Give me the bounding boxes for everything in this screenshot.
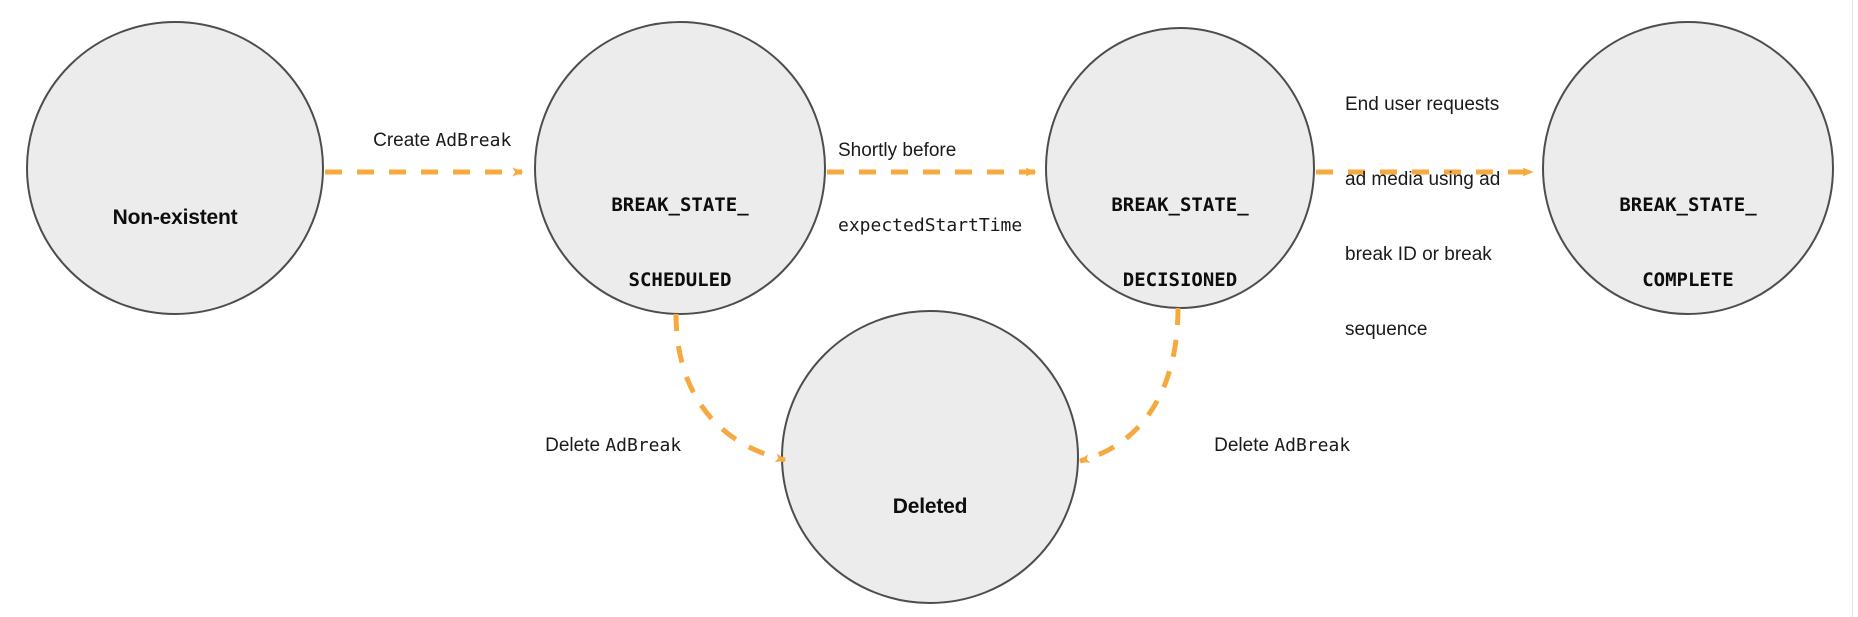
edge-delete-adbreak-from-decisioned[interactable] — [1078, 307, 1181, 464]
edge-delete-adbreak-from-scheduled[interactable] — [673, 313, 787, 463]
node-break-state-decisioned[interactable] — [1045, 27, 1315, 309]
page-right-border — [1852, 0, 1853, 617]
node-break-state-complete[interactable] — [1542, 21, 1834, 315]
node-break-state-scheduled[interactable] — [534, 21, 826, 315]
node-deleted[interactable] — [781, 310, 1079, 604]
node-non-existent[interactable] — [26, 21, 324, 315]
